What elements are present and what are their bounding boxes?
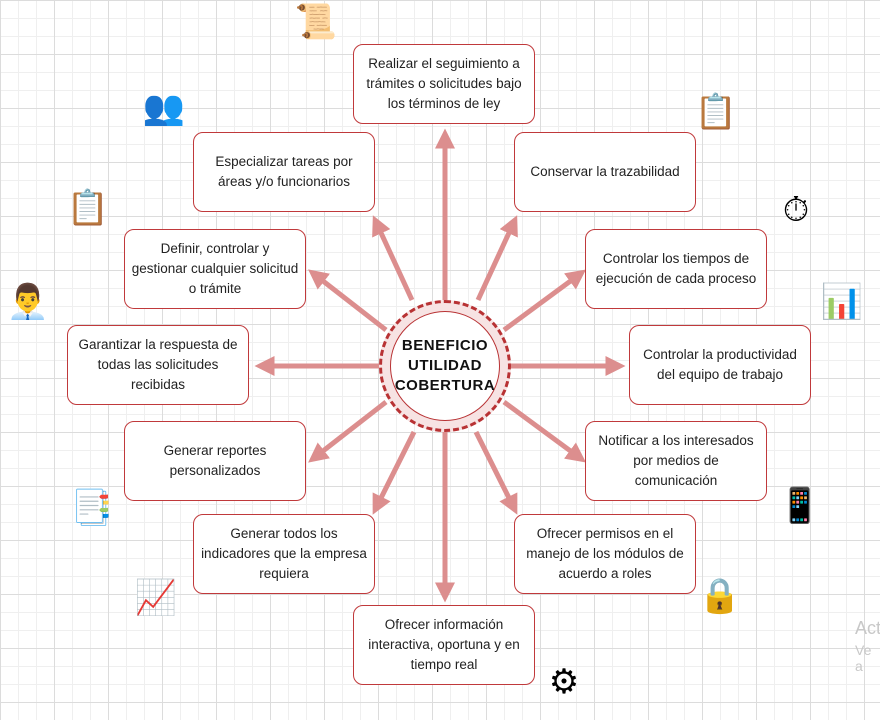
watermark-line: Ve a <box>855 642 872 674</box>
benefit-box: Garantizar la respuesta de todas las sol… <box>67 325 249 405</box>
watermark-line: Act <box>855 618 880 638</box>
checklist-chat-icon: 📋 <box>694 93 738 131</box>
benefit-box: Ofrecer permisos en el manejo de los mód… <box>514 514 696 594</box>
arrow <box>473 430 518 515</box>
center-line: BENEFICIO <box>401 337 489 354</box>
benefit-box: Ofrecer información interactiva, oportun… <box>353 605 535 685</box>
timer-gear-icon: ⏱ <box>782 191 810 229</box>
benefit-box: Controlar los tiempos de ejecución de ca… <box>585 229 767 309</box>
benefit-box: Especializar tareas por áreas y/o funcio… <box>193 132 375 212</box>
benefit-box: Generar todos los indicadores que la emp… <box>193 514 375 594</box>
center-line: UTILIDAD <box>408 357 482 374</box>
arrow <box>475 215 518 302</box>
workflow-users-icon: ⚙ <box>548 663 580 701</box>
benefit-box: Realizar el seguimiento a trámites o sol… <box>353 44 535 124</box>
arrow <box>308 269 388 332</box>
lock-gear-icon: 🔒 <box>698 577 742 615</box>
indicators-chart-icon: 📈 <box>134 579 178 617</box>
report-gear-icon: 📑 <box>70 489 114 527</box>
manager-desk-icon: 👨‍💼 <box>6 283 50 321</box>
benefit-box: Conservar la trazabilidad <box>514 132 696 212</box>
benefit-box: Notificar a los interesados por medios d… <box>585 421 767 501</box>
benefit-box: Generar reportes personalizados <box>124 421 306 501</box>
social-media-phone-icon: 📱 <box>778 487 822 525</box>
center-line: COBERTURA <box>394 377 496 394</box>
legal-document-icon: 📜 <box>294 3 338 41</box>
arrow <box>372 430 417 515</box>
center-label: BENEFICIO UTILIDAD COBERTURA <box>390 311 500 421</box>
team-delegation-icon: 👥 <box>142 89 186 127</box>
benefit-box: Controlar la productividad del equipo de… <box>629 325 811 405</box>
arrow <box>372 215 415 302</box>
benefit-box: Definir, controlar y gestionar cualquier… <box>124 229 306 309</box>
clipboard-icon: 📋 <box>66 189 110 227</box>
team-chart-icon: 📊 <box>820 283 864 321</box>
arrow <box>502 399 587 463</box>
arrow <box>502 269 587 333</box>
arrow <box>308 400 388 463</box>
